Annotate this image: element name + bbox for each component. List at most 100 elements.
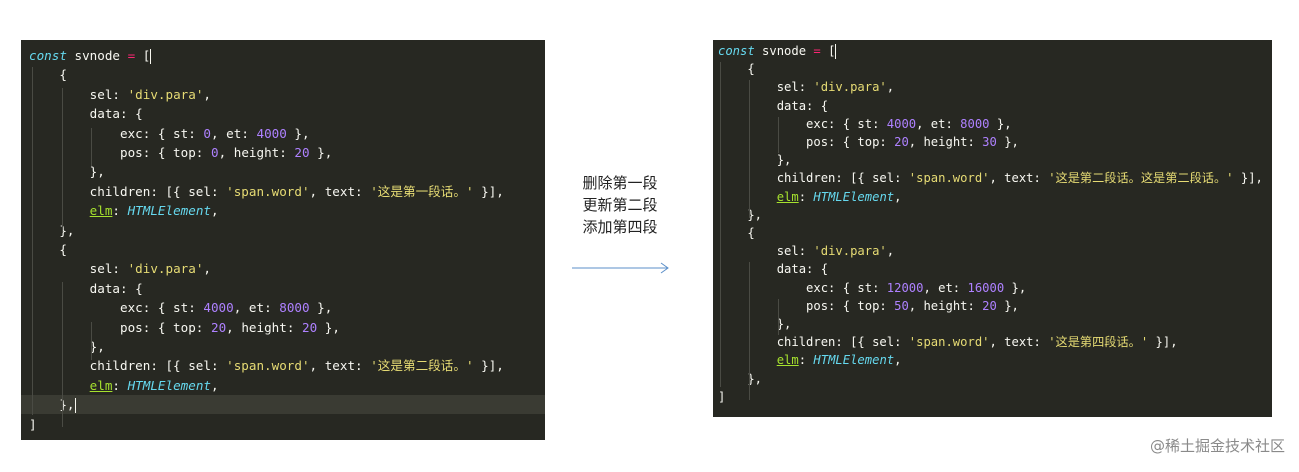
code-line: },	[21, 337, 545, 356]
code-token: ,	[886, 244, 895, 259]
arrow-right-icon	[572, 262, 669, 274]
code-token: const	[718, 44, 755, 58]
code-token: elm	[89, 203, 113, 219]
code-line: },	[21, 162, 545, 181]
code-token: , et:	[233, 300, 280, 316]
code-token: exc: { st:	[29, 300, 204, 316]
code-token: 8000	[960, 116, 990, 131]
code-token: :	[798, 189, 814, 204]
code-token: ,	[886, 80, 895, 95]
indent-guide	[62, 282, 63, 427]
code-line: pos: { top: 50, height: 20 },	[713, 297, 1272, 315]
code-token: 16000	[967, 280, 1005, 295]
code-token: 0	[203, 125, 211, 141]
code-token: :	[112, 377, 128, 393]
code-token: '这是第一段话。'	[370, 183, 474, 199]
code-token: pos: { top:	[29, 145, 211, 160]
code-token: ]	[718, 389, 726, 404]
code-line: {	[21, 65, 545, 84]
code-line: data: {	[713, 260, 1272, 278]
code-token: 'span.word'	[908, 171, 990, 186]
code-line: exc: { st: 12000, et: 16000 },	[713, 279, 1272, 297]
code-token: children: [{ sel:	[29, 358, 227, 374]
code-token: 20	[894, 135, 909, 149]
code-token: =	[813, 44, 821, 58]
code-line: elm: HTMLElement,	[21, 201, 545, 220]
code-token: },	[309, 300, 333, 316]
transition-labels: 删除第一段 更新第二段 添加第四段	[560, 172, 680, 238]
code-line: children: [{ sel: 'span.word', text: '这是…	[21, 182, 545, 201]
code-line: pos: { top: 0, height: 20 },	[21, 143, 545, 162]
code-token: 4000	[203, 300, 234, 316]
code-token: ,	[203, 261, 211, 277]
code-token: data: {	[29, 106, 143, 122]
code-token: 'div.para'	[813, 80, 887, 95]
code-token: ,	[211, 203, 219, 219]
code-token: 20	[294, 145, 310, 160]
code-token: sel:	[29, 86, 128, 102]
code-token: elm	[776, 189, 799, 204]
code-line: exc: { st: 0, et: 4000 },	[21, 124, 545, 143]
code-token: }],	[1148, 335, 1178, 350]
code-token: '这是第二段话。这是第二段话。'	[1048, 171, 1234, 186]
code-line: sel: 'div.para',	[713, 78, 1272, 96]
code-token: , height:	[908, 135, 983, 149]
code-token: HTMLElement	[127, 377, 211, 393]
text-cursor	[835, 44, 837, 59]
code-line: elm: HTMLElement,	[713, 188, 1272, 206]
code-line: },	[21, 221, 545, 240]
code-line: sel: 'div.para',	[21, 85, 545, 104]
code-token: {	[718, 62, 755, 77]
code-line: const svnode = [	[713, 42, 1272, 60]
code-token	[718, 190, 777, 204]
code-token: },	[309, 145, 333, 160]
code-token: sel:	[718, 80, 814, 95]
code-token: data: {	[29, 280, 143, 296]
code-token: children: [{ sel:	[718, 335, 909, 350]
text-cursor	[74, 398, 76, 414]
code-token: pos: { top:	[718, 298, 895, 313]
code-token: =	[127, 48, 136, 63]
code-token: pos: { top:	[29, 319, 211, 335]
code-token: children: [{ sel:	[718, 171, 909, 186]
code-token: 12000	[886, 280, 924, 295]
code-line: children: [{ sel: 'span.word', text: '这是…	[713, 169, 1272, 187]
code-token: },	[286, 125, 310, 141]
code-token: const	[29, 48, 67, 63]
code-token: :	[112, 203, 128, 219]
left-code-editor[interactable]: const svnode = [ { sel: 'div.para', data…	[21, 40, 545, 440]
code-token: elm	[776, 353, 799, 368]
code-token: },	[1004, 280, 1027, 295]
code-token: , text:	[989, 335, 1049, 350]
label-update-second: 更新第二段	[582, 196, 658, 214]
code-line: exc: { st: 4000, et: 8000 },	[713, 115, 1272, 133]
code-token: data: {	[718, 262, 829, 277]
indent-guide	[778, 117, 779, 153]
code-token: , height:	[908, 298, 983, 313]
code-token: HTMLElement	[813, 353, 895, 368]
code-token: , height:	[226, 319, 302, 335]
code-token: elm	[89, 377, 113, 393]
code-token: [	[135, 48, 151, 63]
code-token: HTMLElement	[813, 189, 895, 204]
code-token: exc: { st:	[718, 116, 887, 131]
code-line: elm: HTMLElement,	[21, 376, 545, 395]
code-token: 'div.para'	[127, 86, 204, 102]
code-token: HTMLElement	[127, 203, 211, 219]
code-line: pos: { top: 20, height: 20 },	[21, 318, 545, 337]
watermark: @稀土掘金技术社区	[1149, 437, 1285, 455]
indent-guide	[91, 322, 92, 360]
code-token: pos: { top:	[718, 135, 895, 149]
code-token: exc: { st:	[718, 280, 887, 295]
code-token	[29, 203, 90, 218]
indent-guide	[62, 88, 63, 233]
code-line: children: [{ sel: 'span.word', text: '这是…	[713, 333, 1272, 351]
code-token: 20	[210, 319, 227, 335]
code-line: const svnode = [	[21, 46, 545, 65]
right-code-editor[interactable]: const svnode = [ { sel: 'div.para', data…	[713, 40, 1272, 417]
code-token: data: {	[718, 98, 829, 113]
code-line: },	[21, 395, 545, 415]
code-token: {	[29, 67, 67, 83]
code-line: },	[713, 315, 1272, 333]
code-token	[29, 378, 90, 393]
